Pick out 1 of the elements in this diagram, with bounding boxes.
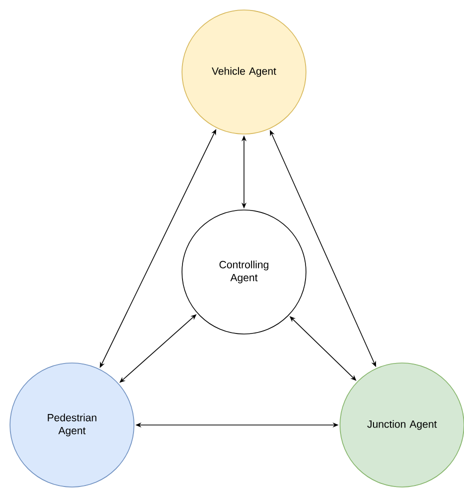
arrow — [290, 316, 356, 381]
